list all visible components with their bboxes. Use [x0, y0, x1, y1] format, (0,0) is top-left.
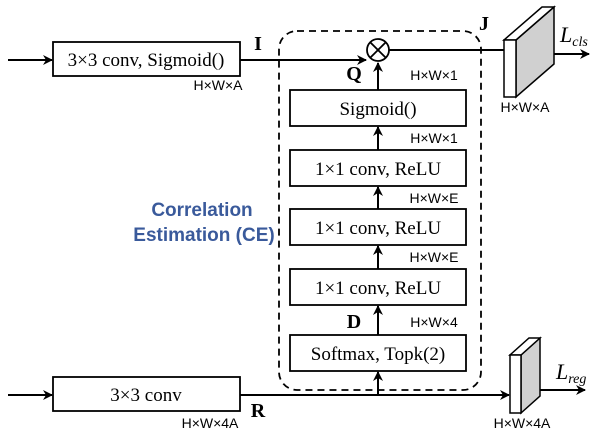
output-tensor-reg	[508, 336, 542, 415]
multiply-op-icon	[366, 38, 390, 62]
dim-sig-hw1: H×W×1	[410, 130, 458, 146]
conv-label-bottom: 3×3 conv	[110, 385, 182, 406]
loss-cls: Lcls	[559, 22, 588, 50]
softmax-topk-block	[289, 334, 467, 372]
ce-label-line1: Correlation	[151, 200, 252, 221]
dim-r-hw4a: H×W×4A	[182, 415, 239, 431]
dim-top-hwa: H×W×A	[193, 77, 243, 93]
loss-reg: Lreg	[555, 359, 586, 387]
conv1x1-relu-block-3	[289, 268, 467, 306]
conv-sigmoid-label: 3×3 conv, Sigmoid()	[68, 50, 225, 71]
ce-dashed-region	[278, 30, 482, 391]
dim-out-hw4a: H×W×4A	[494, 415, 551, 431]
conv1x1-relu-label-3: 1×1 conv, ReLU	[315, 278, 441, 299]
label-I: I	[254, 33, 262, 55]
label-R: R	[251, 400, 266, 422]
sigmoid-label: Sigmoid()	[339, 99, 416, 120]
label-J: J	[479, 13, 489, 35]
label-Q: Q	[346, 63, 362, 85]
ce-label-line2: Estimation (CE)	[133, 225, 274, 246]
conv1x1-relu-label-1: 1×1 conv, ReLU	[315, 159, 441, 180]
dim-hwe-2: H×W×E	[409, 249, 458, 265]
label-D: D	[347, 311, 361, 333]
softmax-topk-label: Softmax, Topk(2)	[311, 344, 445, 365]
conv-block-bottom	[52, 376, 241, 412]
dim-out-hwa: H×W×A	[500, 99, 550, 115]
dim-q-hw1: H×W×1	[410, 67, 458, 83]
dim-hwe-1: H×W×E	[409, 190, 458, 206]
output-tensor-cls	[501, 5, 557, 99]
conv1x1-relu-label-2: 1×1 conv, ReLU	[315, 218, 441, 239]
dim-hw4: H×W×4	[410, 314, 458, 330]
conv1x1-relu-block-1	[289, 149, 467, 187]
